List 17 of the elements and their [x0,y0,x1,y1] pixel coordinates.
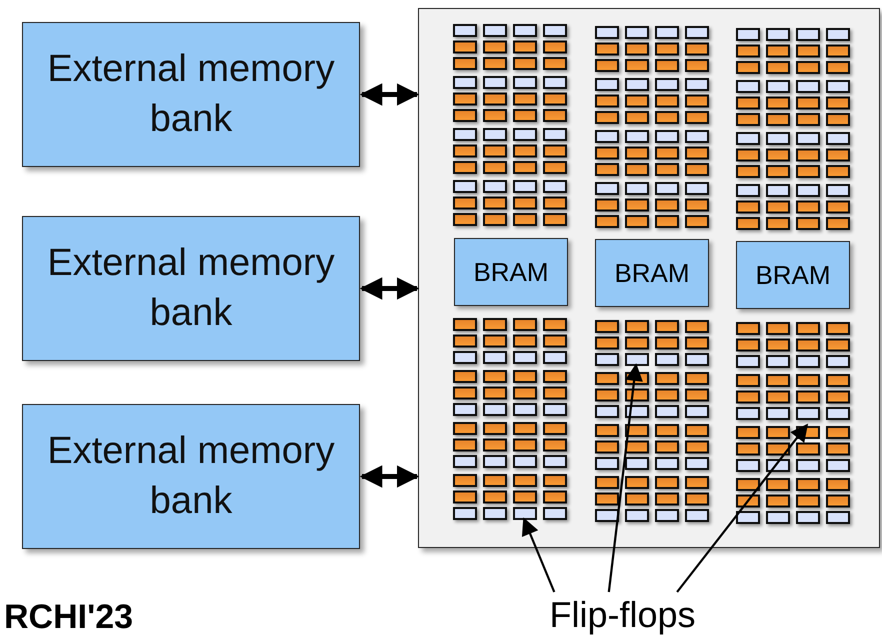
memory-bank-box: External memory bank [22,404,360,549]
bram-block: BRAM [454,238,568,306]
footer-text: RCHI'23 [4,598,134,637]
fpga-chip-box [418,8,880,548]
leader-line [608,363,643,592]
bram-block: BRAM [595,239,709,307]
memory-bank-box: External memory bank [22,216,360,361]
leader-line [676,424,808,593]
flip-flop-cell [513,507,537,520]
leader-line [522,517,556,592]
flip-flops-label: Flip-flops [525,592,720,638]
double-arrow [360,83,420,106]
double-arrow [360,277,420,300]
double-arrow [360,465,420,488]
memory-bank-box: External memory bank [22,22,360,167]
bram-block: BRAM [736,241,850,309]
flip-flop-cell [625,353,649,366]
